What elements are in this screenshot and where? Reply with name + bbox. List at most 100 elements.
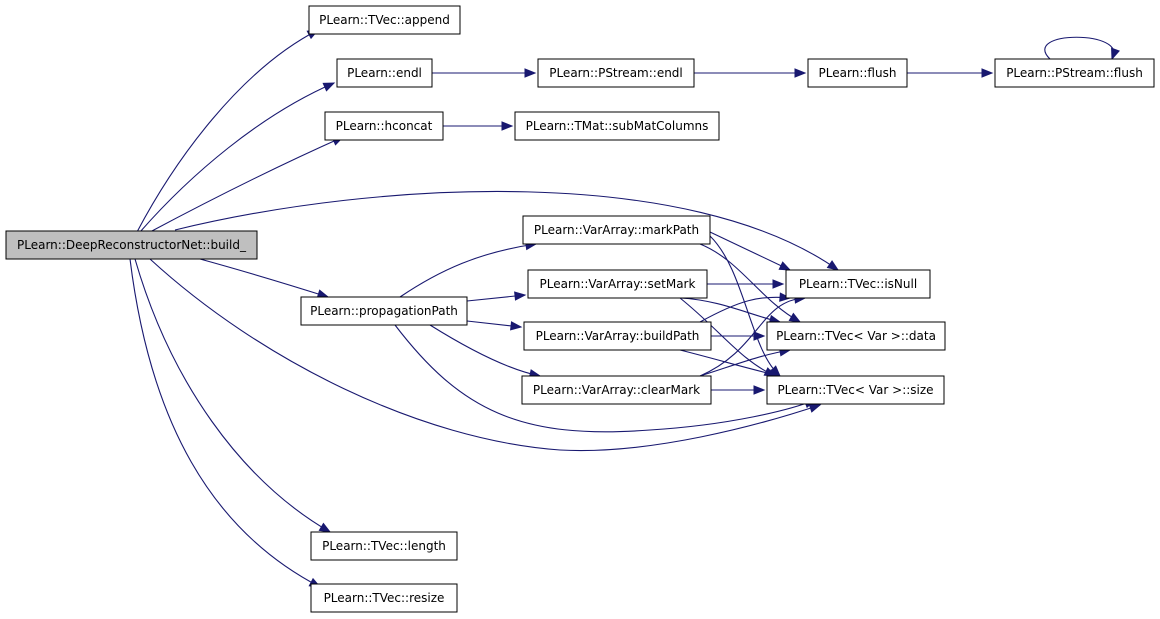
node-size[interactable]: PLearn::TVec< Var >::size [766,375,945,405]
edge-buildPath-to-data [711,331,766,341]
node-label: PLearn::endl [347,66,422,80]
edge-line [709,231,791,271]
arrowhead-icon [794,68,807,78]
node-build[interactable]: PLearn::DeepReconstructorNet::build_ [5,230,258,260]
edge-propagationPath-to-buildPath [466,320,523,331]
node-box[interactable] [537,58,695,88]
node-box[interactable] [766,375,945,405]
arrowhead-icon [514,291,527,301]
node-label: PLearn::TVec::length [322,539,446,553]
arrowhead-icon [779,292,792,302]
node-resize[interactable]: PLearn::TVec::resize [310,583,458,613]
edge-propagationPath-to-markPath [399,240,538,298]
node-box[interactable] [523,321,712,351]
arrowhead-icon [753,385,766,395]
node-markPath[interactable]: PLearn::VarArray::markPath [522,215,711,245]
edge-markPath-to-isNull [709,231,792,271]
node-append[interactable]: PLearn::TVec::append [308,5,461,35]
node-label: PLearn::TVec::append [319,13,450,27]
node-hconcat[interactable]: PLearn::hconcat [324,111,444,141]
nodes-layer: PLearn::DeepReconstructorNet::build_PLea… [5,5,1155,613]
node-label: PLearn::PStream::endl [549,66,683,80]
node-pstreamFlush[interactable]: PLearn::PStream::flush [994,58,1155,88]
arrowhead-icon [808,403,822,413]
node-label: PLearn::TVec< Var >::size [777,383,933,397]
node-label: PLearn::flush [819,66,897,80]
node-endl[interactable]: PLearn::endl [336,58,433,88]
node-data[interactable]: PLearn::TVec< Var >::data [766,321,946,351]
edge-line [149,136,344,233]
node-clearMark[interactable]: PLearn::VarArray::clearMark [521,375,712,405]
edge-line [429,324,541,377]
node-box[interactable] [521,375,712,405]
arrowhead-icon [981,68,994,78]
edge-line [174,190,839,271]
node-label: PLearn::TVec::resize [324,591,445,605]
edge-build-to-length [134,258,332,533]
node-box[interactable] [514,111,720,141]
node-box[interactable] [785,269,931,299]
edge-line [699,297,806,377]
node-box[interactable] [5,230,258,260]
edge-pstreamEndl-to-flush [694,68,807,78]
arrowhead-icon [753,331,766,341]
edge-buildPath-to-isNull [699,292,792,323]
node-label: PLearn::DeepReconstructorNet::build_ [17,238,247,252]
edge-line [679,297,776,377]
edge-build-to-endl [139,82,336,233]
node-length[interactable]: PLearn::TVec::length [310,531,458,561]
node-pstreamEndl[interactable]: PLearn::PStream::endl [537,58,695,88]
edge-flush-to-pstreamFlush [907,68,994,78]
node-box[interactable] [336,58,433,88]
node-box[interactable] [310,583,458,613]
node-subMatColumns[interactable]: PLearn::TMat::subMatColumns [514,111,720,141]
edge-line [679,297,781,323]
node-box[interactable] [324,111,444,141]
node-box[interactable] [310,531,458,561]
node-label: PLearn::PStream::flush [1006,66,1143,80]
node-box[interactable] [527,269,708,299]
node-box[interactable] [308,5,461,35]
node-box[interactable] [300,296,468,326]
node-label: PLearn::VarArray::clearMark [533,383,700,397]
edge-setMark-to-isNull [707,279,785,289]
node-propagationPath[interactable]: PLearn::propagationPath [300,296,468,326]
edge-build-to-isNull [174,190,840,271]
node-isNull[interactable]: PLearn::TVec::isNull [785,269,931,299]
arrowhead-icon [322,82,336,92]
edge-line [709,235,781,377]
edge-line [399,243,537,298]
edge-endl-to-pstreamEndl [432,68,537,78]
edge-line [129,258,321,588]
arrowhead-icon [1111,47,1120,61]
node-label: PLearn::VarArray::markPath [534,223,699,237]
edge-line [394,324,816,433]
node-box[interactable] [994,58,1155,88]
edge-line [199,258,329,298]
node-box[interactable] [807,58,908,88]
edge-line [1044,36,1115,60]
arrowhead-icon [524,68,537,78]
edges-layer [129,29,1120,588]
node-label: PLearn::TMat::subMatColumns [526,119,709,133]
edge-markPath-to-data [699,243,802,323]
node-box[interactable] [766,321,946,351]
node-label: PLearn::TVec::isNull [799,277,917,291]
edge-line [136,29,319,233]
edge-line [139,82,335,233]
arrowhead-icon [501,121,514,131]
edge-line [679,349,781,377]
arrowhead-icon [772,279,785,289]
node-setMark[interactable]: PLearn::VarArray::setMark [527,269,708,299]
edge-line [134,258,331,533]
node-label: PLearn::TVec< Var >::data [776,329,936,343]
arrowhead-icon [778,261,792,271]
edge-line [149,258,821,452]
node-box[interactable] [522,215,711,245]
edge-clearMark-to-size [711,385,766,395]
node-buildPath[interactable]: PLearn::VarArray::buildPath [523,321,712,351]
node-flush[interactable]: PLearn::flush [807,58,908,88]
edge-build-to-append [136,29,320,233]
edge-build-to-size [149,258,822,452]
